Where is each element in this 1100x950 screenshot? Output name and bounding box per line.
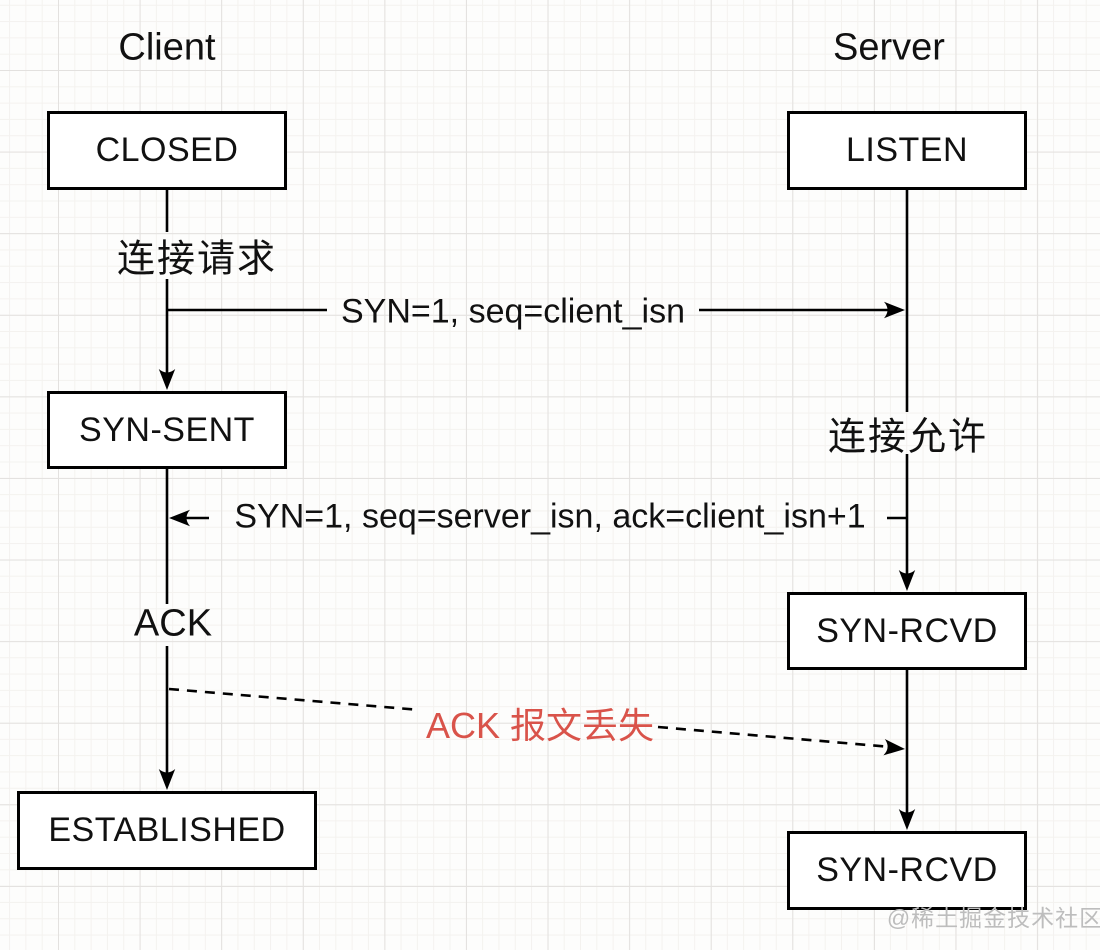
arrowhead-down-syn-sent xyxy=(158,369,176,390)
syn-message-label: SYN=1, seq=client_isn xyxy=(341,292,685,331)
ack-lost-dash-seg2 xyxy=(657,725,892,749)
server-lane-title: Server xyxy=(833,26,945,69)
state-label-syn-rcvd-2: SYN-RCVD xyxy=(816,851,998,889)
ack-lost-dash-seg1 xyxy=(168,687,421,712)
arrowhead-right-ack-lost xyxy=(883,739,905,756)
arrowhead-right-syn xyxy=(884,301,905,319)
arrowhead-left-synack xyxy=(169,509,190,527)
state-box-established: ESTABLISHED xyxy=(17,791,317,870)
ack-label: ACK xyxy=(133,602,213,645)
arrowhead-down-syn-rcvd-2 xyxy=(898,809,916,830)
client-lane-title: Client xyxy=(118,26,216,69)
connect-allow-label: 连接允许 xyxy=(827,416,989,459)
synack-message-label: SYN=1, seq=server_isn, ack=client_isn+1 xyxy=(234,497,866,536)
arrowhead-down-established xyxy=(158,769,176,790)
state-box-syn-sent: SYN-SENT xyxy=(47,391,287,469)
state-label-closed: CLOSED xyxy=(95,131,239,169)
watermark-text: @稀土掘金技术社区 xyxy=(886,905,1100,931)
ack-lost-label: ACK 报文丢失 xyxy=(425,705,655,746)
arrowhead-down-syn-rcvd-1 xyxy=(898,570,916,591)
state-label-syn-rcvd-1: SYN-RCVD xyxy=(816,611,998,650)
state-label-syn-sent: SYN-SENT xyxy=(79,410,255,449)
connect-request-label: 连接请求 xyxy=(116,238,278,281)
state-box-syn-rcvd-2: SYN-RCVD xyxy=(787,831,1027,910)
state-box-closed: CLOSED xyxy=(47,111,287,190)
state-box-syn-rcvd-1: SYN-RCVD xyxy=(787,592,1027,670)
state-label-established: ESTABLISHED xyxy=(48,811,286,849)
state-label-listen: LISTEN xyxy=(845,131,969,169)
state-box-listen: LISTEN xyxy=(787,111,1027,190)
